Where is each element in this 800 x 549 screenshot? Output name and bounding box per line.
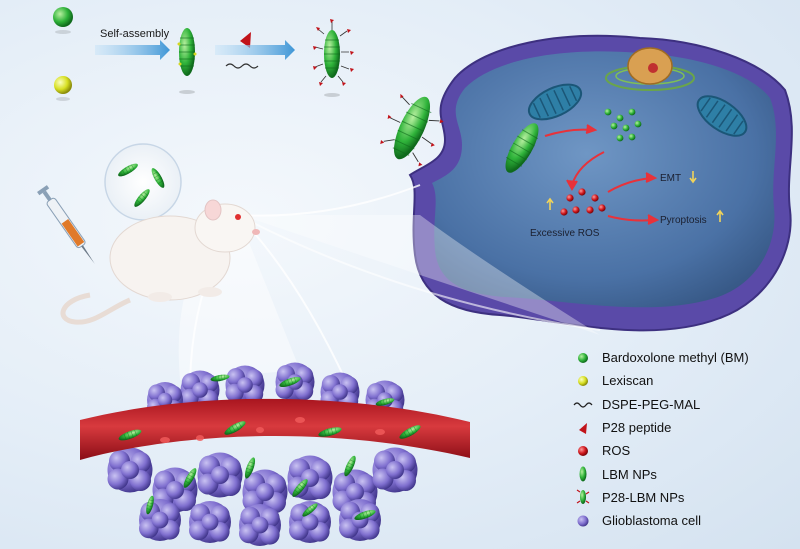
legend-item-ros: ROS — [572, 439, 792, 462]
legend: Bardoxolone methyl (BM) Lexiscan DSPE-PE… — [572, 346, 792, 532]
dspe-wave-icon — [573, 402, 593, 408]
p28-conjugation-arrow — [215, 40, 295, 60]
glioblastoma-icon — [577, 515, 589, 527]
membrane-np — [380, 93, 444, 167]
legend-item-p28-lbm: P28-LBM NPs — [572, 486, 792, 509]
ros-icon — [578, 445, 588, 456]
tumor-mass — [107, 362, 418, 546]
lexiscan-sphere — [54, 76, 72, 94]
mitochondrion-right — [696, 95, 748, 137]
bm-release-cluster — [604, 108, 642, 142]
legend-item-glioblastoma: Glioblastoma cell — [572, 509, 792, 532]
p28-lbm-np-icon — [580, 490, 586, 505]
internalized-np — [505, 123, 539, 173]
legend-item-bm: Bardoxolone methyl (BM) — [572, 346, 792, 369]
legend-item-lexiscan: Lexiscan — [572, 369, 792, 392]
lbm-np-top — [177, 28, 197, 76]
label-emt: EMT — [660, 173, 681, 184]
dspe-peg-mal-wave — [225, 63, 259, 69]
legend-item-dspe: DSPE-PEG-MAL — [572, 393, 792, 416]
label-self-assembly: Self-assembly — [100, 28, 170, 40]
legend-item-lbm: LBM NPs — [572, 462, 792, 485]
label-pyroptosis: Pyroptosis — [660, 215, 707, 226]
self-assembly-arrow — [95, 40, 170, 60]
red-blood-cells — [160, 417, 385, 443]
bm-sphere — [53, 7, 73, 27]
syringe — [37, 185, 95, 264]
nucleus-er — [605, 47, 695, 91]
p28-lbm-np-top — [313, 19, 354, 86]
zoom-beam-cell — [240, 215, 600, 335]
lexiscan-icon — [578, 375, 588, 386]
ros-cluster — [560, 188, 606, 216]
mouse — [60, 199, 260, 325]
p28-icon — [579, 422, 587, 434]
legend-item-p28: P28 peptide — [572, 416, 792, 439]
up-down-arrows — [546, 171, 724, 222]
p28-cone-icon — [240, 32, 251, 48]
cytoplasm — [432, 51, 776, 308]
lbm-np-icon — [579, 466, 587, 482]
mitochondrion-left — [527, 83, 583, 121]
blood-vessel — [80, 398, 470, 460]
label-excessive-ros: Excessive ROS — [530, 228, 600, 239]
cell-arrows — [544, 124, 660, 225]
zoom-bubble — [104, 143, 182, 221]
bm-icon — [578, 352, 588, 363]
